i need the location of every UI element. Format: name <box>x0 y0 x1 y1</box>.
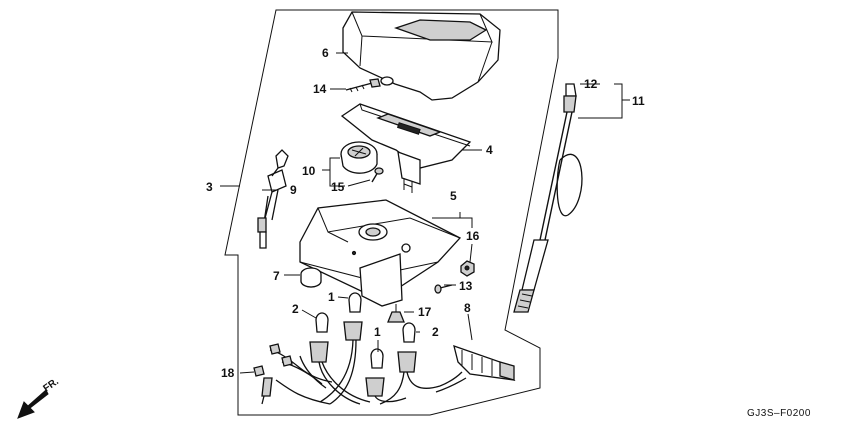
callout-9: 9 <box>290 183 297 197</box>
callout-2a: 2 <box>292 302 299 316</box>
clip-18-part <box>253 365 265 377</box>
arrow-down-left-icon <box>17 389 49 419</box>
callout-8: 8 <box>464 301 471 315</box>
indicator-switch-9-part <box>257 149 289 249</box>
callout-3: 3 <box>206 180 213 194</box>
callout-10: 10 <box>302 164 316 178</box>
callout-2b: 2 <box>432 325 439 339</box>
wire-harness-8-part <box>261 339 516 405</box>
callout-14: 14 <box>313 82 327 96</box>
callout-1b: 1 <box>374 325 381 339</box>
bulb-2a-part <box>315 312 329 333</box>
socket-17-part <box>387 304 405 323</box>
speedometer-unit-part <box>340 141 378 174</box>
bulb-1a-part <box>348 292 362 313</box>
assembly-boundary <box>224 9 559 416</box>
callout-13: 13 <box>459 279 473 293</box>
callout-1a: 1 <box>328 290 335 304</box>
callout-4: 4 <box>486 143 493 157</box>
grommet-7-part <box>300 267 322 288</box>
screw-13-part <box>434 284 453 294</box>
bulb-2b-part <box>402 322 416 343</box>
bulb-1b-part <box>370 348 384 369</box>
callout-6: 6 <box>322 46 329 60</box>
screw-14-part <box>345 78 381 93</box>
screw-15-part <box>371 167 384 183</box>
callout-7: 7 <box>273 269 280 283</box>
callout-12: 12 <box>584 77 598 91</box>
callout-15: 15 <box>331 180 345 194</box>
harness-sockets <box>309 321 417 397</box>
meter-case-part <box>299 199 462 307</box>
leader-lines <box>220 52 630 374</box>
callout-11: 11 <box>632 94 645 108</box>
callout-5: 5 <box>450 189 457 203</box>
nut-16-part <box>460 260 475 277</box>
callout-18: 18 <box>221 366 235 380</box>
speedometer-cable-11-part <box>513 83 583 313</box>
meter-cover-part <box>342 11 501 101</box>
callout-16: 16 <box>466 229 480 243</box>
callout-17: 17 <box>418 305 432 319</box>
indicator-panel-part <box>340 103 472 193</box>
diagram-code: GJ3S–F0200 <box>747 408 811 419</box>
